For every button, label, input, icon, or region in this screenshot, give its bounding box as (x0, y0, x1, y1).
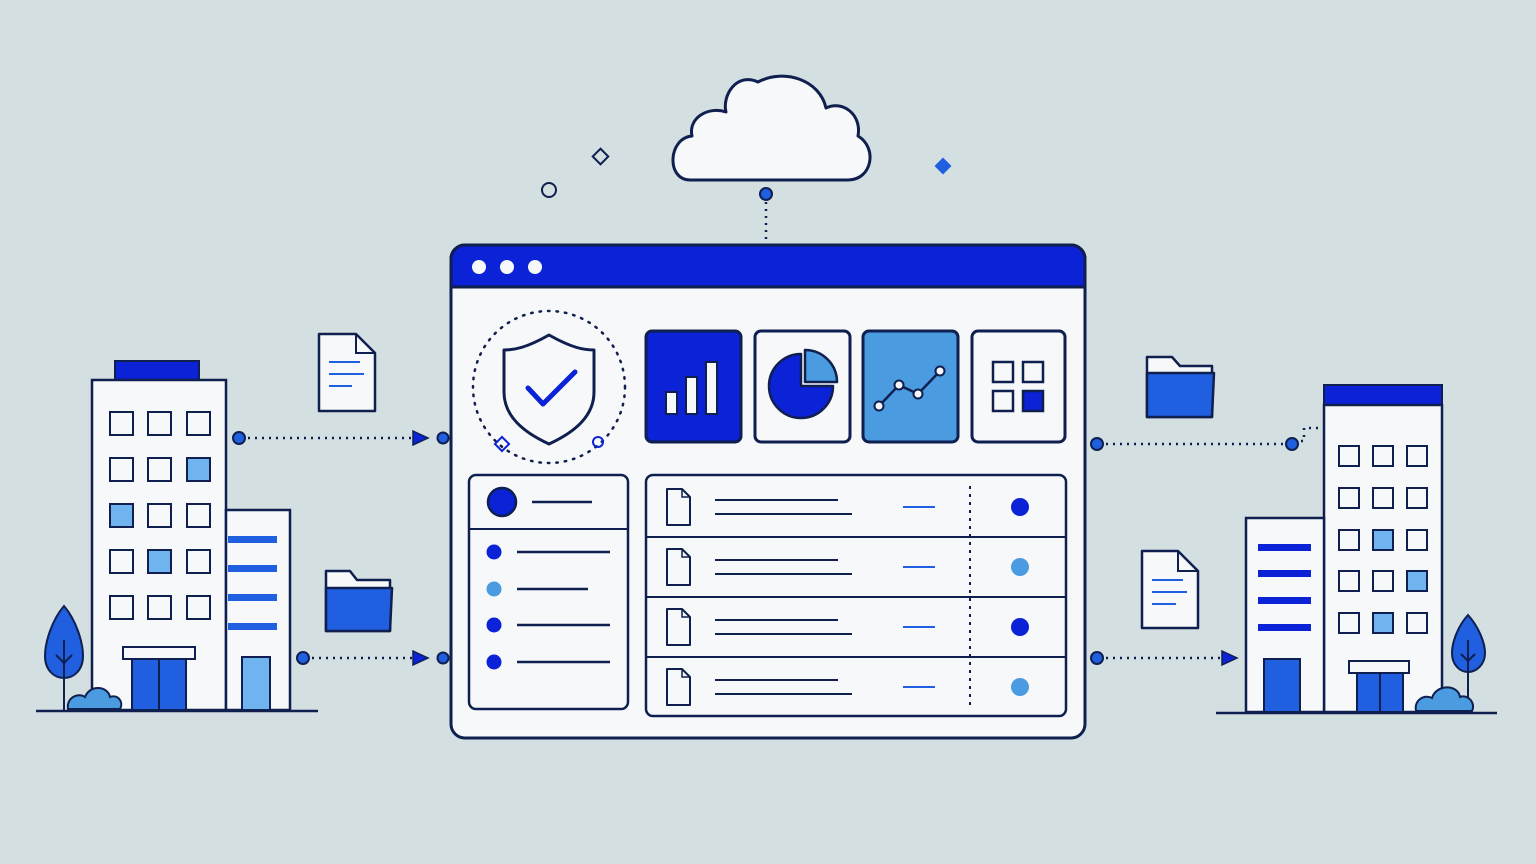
status-dot (1011, 618, 1029, 636)
building-window (1406, 445, 1428, 467)
bush-icon (1414, 686, 1474, 712)
building-window (186, 549, 211, 574)
status-dot (1011, 498, 1029, 516)
building-window (109, 595, 134, 620)
building-window (186, 503, 211, 528)
building-window (1338, 570, 1360, 592)
document-icon (666, 548, 691, 586)
list-item[interactable] (486, 544, 611, 560)
pie-chart-icon (767, 348, 839, 420)
document-icon (666, 488, 691, 526)
building-window (186, 595, 211, 620)
building-window (147, 457, 172, 482)
folder-icon (324, 569, 394, 633)
building-window (147, 411, 172, 436)
building-window (147, 595, 172, 620)
connector-right-top (1090, 426, 1318, 451)
building-window (1372, 445, 1394, 467)
building-window (1338, 529, 1360, 551)
list-header (486, 486, 592, 518)
list-item[interactable] (486, 617, 611, 633)
status-dot (1011, 558, 1029, 576)
file-table-panel (644, 473, 1068, 718)
shield-check-icon (471, 309, 627, 465)
building-window (186, 411, 211, 436)
building-window (1338, 487, 1360, 509)
list-item[interactable] (486, 654, 611, 670)
status-dot (1011, 678, 1029, 696)
decorative-shapes (541, 147, 952, 198)
grid-apps-icon (991, 360, 1045, 413)
building-windows (1338, 445, 1428, 634)
building-window (109, 503, 134, 528)
building-window (147, 503, 172, 528)
pie-chart-tile[interactable] (753, 329, 852, 444)
document-icon (317, 332, 377, 413)
connector-right-bottom (1090, 649, 1239, 667)
building-window (1338, 445, 1360, 467)
building-window (1372, 487, 1394, 509)
building-window (1406, 487, 1428, 509)
file-row[interactable] (666, 608, 1029, 646)
office-building-icon (36, 360, 318, 713)
building-window (1406, 570, 1428, 592)
tree-icon (43, 604, 85, 711)
cloud-connector (759, 187, 773, 244)
line-chart-icon (873, 365, 946, 412)
building-window (1372, 529, 1394, 551)
building-window (109, 411, 134, 436)
connector-left-bottom (296, 649, 450, 667)
file-row[interactable] (666, 548, 1029, 586)
list-item[interactable] (486, 581, 589, 597)
folder-icon (1145, 355, 1216, 419)
building-window (1338, 612, 1360, 634)
building-window (147, 549, 172, 574)
bush-icon (66, 687, 123, 710)
file-rows (666, 488, 1029, 706)
bar-chart-tile[interactable] (644, 329, 743, 444)
cloud-icon (671, 74, 872, 182)
document-icon (666, 668, 691, 706)
document-icon (666, 608, 691, 646)
connector-left-top (232, 429, 450, 447)
file-row[interactable] (666, 668, 1029, 706)
building-window (1372, 612, 1394, 634)
building-window (109, 457, 134, 482)
line-chart-tile[interactable] (861, 329, 960, 444)
office-building-icon (1216, 384, 1497, 715)
building-window (109, 549, 134, 574)
bar-chart-icon (665, 361, 718, 415)
building-windows (109, 411, 211, 620)
contacts-list-panel (467, 473, 630, 711)
window-control-dots (472, 260, 542, 274)
document-icon (1140, 549, 1200, 630)
building-window (1406, 612, 1428, 634)
building-window (186, 457, 211, 482)
grid-tile[interactable] (970, 329, 1067, 444)
building-window (1372, 570, 1394, 592)
building-window (1406, 529, 1428, 551)
file-row[interactable] (666, 488, 1029, 526)
